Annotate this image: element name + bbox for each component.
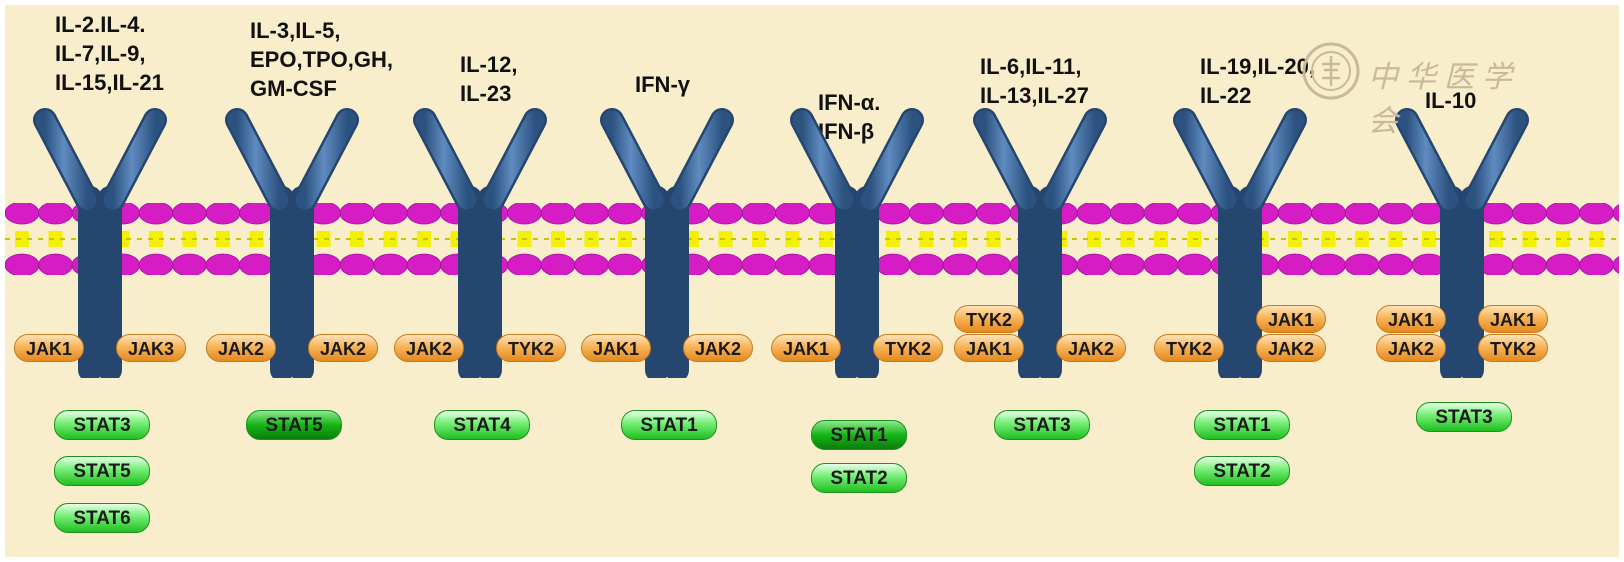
receptor-chain <box>415 110 477 210</box>
jak-kinase-badge: JAK2 <box>394 334 464 362</box>
receptor-icon <box>225 108 359 378</box>
ligand-label: IL-3,IL-5, EPO,TPO,GH, GM-CSF <box>250 18 394 101</box>
jak-kinase-badge: JAK1 <box>1478 305 1548 333</box>
ligand-label: IL-19,IL-20, IL-22 <box>1200 54 1315 108</box>
ligand-label: IL-6,IL-11, IL-13,IL-27 <box>980 54 1089 108</box>
lipid-head <box>741 203 777 225</box>
stat-protein-badge: STAT5 <box>54 456 150 486</box>
receptor-chain <box>975 110 1037 210</box>
jak-kinase-badge: TYK2 <box>1478 334 1548 362</box>
stat-protein-badge: STAT1 <box>811 420 907 450</box>
receptor-chain <box>1243 110 1305 210</box>
lipid-head <box>1545 253 1581 275</box>
stat-protein-badge: STAT5 <box>246 410 342 440</box>
receptor-chain <box>1043 110 1105 210</box>
receptor-chain <box>35 110 97 210</box>
receptor-chain <box>860 110 922 210</box>
stat-protein-badge: STAT3 <box>54 410 150 440</box>
seal-icon <box>1302 42 1360 100</box>
lipid-head <box>1612 256 1619 274</box>
receptor-chain <box>483 110 545 210</box>
ligand-label: IL-10 <box>1425 88 1477 113</box>
jak-kinase-badge: JAK1 <box>14 334 84 362</box>
jak-kinase-badge: TYK2 <box>496 334 566 362</box>
lipid-head <box>1311 253 1346 275</box>
jak-kinase-badge: JAK1 <box>1376 305 1446 333</box>
stat-protein-badge: STAT4 <box>434 410 530 440</box>
lipid-head <box>172 203 207 225</box>
stat-protein-badge: STAT6 <box>54 503 150 533</box>
receptor-chain <box>227 110 289 210</box>
receptor-chain <box>1465 110 1527 210</box>
lipid-head <box>1545 203 1581 225</box>
jak-kinase-badge: JAK2 <box>683 334 753 362</box>
receptor-icon <box>1395 108 1529 378</box>
watermark-text: 中华医学会 <box>1368 60 1520 139</box>
receptor-chain <box>103 110 165 210</box>
lipid-head <box>1110 253 1145 275</box>
receptor-chain <box>1397 110 1459 210</box>
lipid-head <box>373 253 408 275</box>
jak-kinase-badge: JAK1 <box>581 334 651 362</box>
receptor-icon <box>1173 108 1307 378</box>
receptor-chain <box>295 110 357 210</box>
receptor-chain <box>1175 110 1237 210</box>
jak-kinase-badge: JAK2 <box>308 334 378 362</box>
jak-kinase-badge: JAK2 <box>1056 334 1126 362</box>
jak-kinase-badge: TYK2 <box>1154 334 1224 362</box>
receptor-icon <box>600 108 734 378</box>
stat-protein-badge: STAT3 <box>1416 402 1512 432</box>
receptor-icon <box>973 108 1107 378</box>
lipid-head <box>1612 204 1619 222</box>
lipid-head <box>1344 203 1380 225</box>
stat-protein-badge: STAT1 <box>1194 410 1290 440</box>
receptor-icon <box>790 108 924 378</box>
lipid-head <box>1579 203 1614 225</box>
lipid-head <box>1579 253 1614 275</box>
lipid-head <box>1344 253 1380 275</box>
jak-kinase-badge: TYK2 <box>873 334 943 362</box>
receptor-icon <box>33 108 167 378</box>
ligand-label: IL-12, IL-23 <box>460 52 518 106</box>
jak-kinase-badge: TYK2 <box>954 305 1024 333</box>
stat-protein-badge: STAT1 <box>621 410 717 440</box>
lipid-head <box>373 203 408 225</box>
jak-kinase-badge: JAK2 <box>206 334 276 362</box>
lipid-head <box>1311 203 1346 225</box>
receptor-icon <box>413 108 547 378</box>
watermark: 中华医学会 <box>1300 40 1530 139</box>
stat-protein-badge: STAT3 <box>994 410 1090 440</box>
jak-kinase-badge: JAK1 <box>771 334 841 362</box>
stat-protein-badge: STAT2 <box>1194 456 1290 486</box>
ligand-label: IFN-γ <box>635 72 690 97</box>
lipid-head <box>741 253 777 275</box>
jak-kinase-badge: JAK1 <box>1256 305 1326 333</box>
jak-kinase-badge: JAK2 <box>1256 334 1326 362</box>
receptor-chain <box>792 110 854 210</box>
lipid-head <box>172 253 207 275</box>
jak-kinase-badge: JAK1 <box>954 334 1024 362</box>
receptor-chain <box>602 110 664 210</box>
ligand-label: IFN-α. IFN-β <box>818 90 881 144</box>
stat-protein-badge: STAT2 <box>811 463 907 493</box>
receptor-chain <box>670 110 732 210</box>
ligand-label: IL-2.IL-4. IL-7,IL-9, IL-15,IL-21 <box>55 12 164 95</box>
lipid-head <box>1110 203 1145 225</box>
jak-kinase-badge: JAK3 <box>116 334 186 362</box>
jak-kinase-badge: JAK2 <box>1376 334 1446 362</box>
